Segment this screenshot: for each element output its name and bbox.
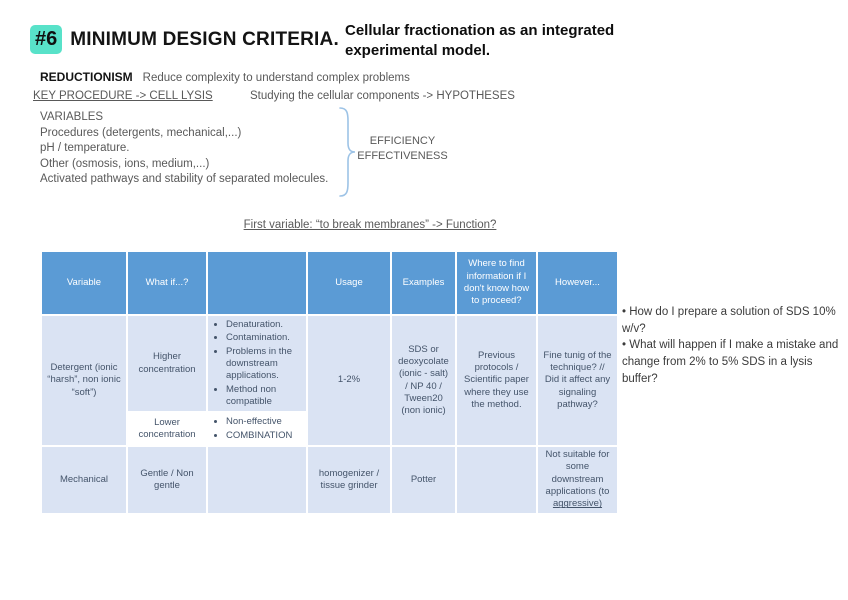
header-where-to-find: Where to find information if I don't kno… bbox=[457, 252, 536, 314]
criteria-table: Variable What if...? Usage Examples Wher… bbox=[40, 250, 619, 515]
cell-detergent-where: Previous protocols / Scientific paper wh… bbox=[457, 316, 536, 446]
side-notes: • How do I prepare a solution of SDS 10%… bbox=[622, 304, 848, 387]
cell-higher-effects: Denaturation. Contamination. Problems in… bbox=[208, 316, 306, 412]
studying-text: Studying the cellular components -> HYPO… bbox=[250, 90, 515, 102]
however-underlined-text: aggressive) bbox=[552, 498, 603, 510]
variables-heading: VARIABLES bbox=[40, 111, 104, 123]
header-what-if: What if...? bbox=[128, 252, 206, 314]
header-empty bbox=[208, 252, 306, 314]
table-row: Detergent (ionic “harsh”, non ionic “sof… bbox=[42, 316, 617, 446]
table-row: Mechanical Gentle / Non gentle homogeniz… bbox=[42, 447, 617, 513]
note-item: • How do I prepare a solution of SDS 10%… bbox=[622, 306, 836, 335]
header-variable: Variable bbox=[42, 252, 126, 314]
brace-labels: EFFICIENCY EFFECTIVENESS bbox=[355, 134, 450, 164]
page-title: MINIMUM DESIGN CRITERIA. bbox=[70, 28, 339, 50]
reductionism-text: Reduce complexity to understand complex … bbox=[142, 72, 410, 84]
table-header-row: Variable What if...? Usage Examples Wher… bbox=[42, 252, 617, 314]
doc-subtitle: Cellular fractionation as an integrated … bbox=[345, 22, 615, 59]
effect-item: Non-effective bbox=[226, 416, 301, 428]
cell-lower-effects: Non-effective COMBINATION bbox=[208, 413, 306, 446]
cell-detergent-usage: 1-2% bbox=[308, 316, 390, 446]
reductionism-label: REDUCTIONISM bbox=[40, 70, 133, 84]
variables-line: Activated pathways and stability of sepa… bbox=[40, 173, 329, 185]
effect-item: COMBINATION bbox=[226, 430, 301, 442]
cell-mechanical-examples: Potter bbox=[392, 447, 455, 513]
effect-item: Contamination. bbox=[226, 332, 301, 344]
cell-detergent-variable: Detergent (ionic “harsh”, non ionic “sof… bbox=[42, 316, 126, 446]
effect-item: Method non compatible bbox=[226, 384, 301, 409]
variables-line: pH / temperature. bbox=[40, 142, 130, 154]
cell-mechanical-where bbox=[457, 447, 536, 513]
however-text: Not suitable for some downstream applica… bbox=[545, 449, 610, 498]
table-caption: First variable: “to break membranes” -> … bbox=[243, 219, 497, 231]
key-procedure-text: KEY PROCEDURE -> CELL LYSIS bbox=[33, 90, 213, 102]
table-row: Lower concentration Non-effective COMBIN… bbox=[42, 413, 617, 446]
effect-item: Problems in the downstream applications. bbox=[226, 346, 301, 383]
cell-mechanical-effects bbox=[208, 447, 306, 513]
cell-mechanical-usage: homogenizer / tissue grinder bbox=[308, 447, 390, 513]
effect-item: Denaturation. bbox=[226, 319, 301, 331]
header-usage: Usage bbox=[308, 252, 390, 314]
cell-higher-concentration: Higher concentration bbox=[128, 316, 206, 412]
curly-brace-icon bbox=[337, 106, 357, 203]
cell-detergent-examples: SDS or deoxycolate (ionic - salt) / NP 4… bbox=[392, 316, 455, 446]
header-however: However... bbox=[538, 252, 617, 314]
variables-line: Procedures (detergents, mechanical,...) bbox=[40, 126, 242, 139]
header-examples: Examples bbox=[392, 252, 455, 314]
variables-block: VARIABLES Procedures (detergents, mechan… bbox=[40, 110, 328, 188]
efficiency-label: EFFICIENCY bbox=[369, 135, 436, 147]
slide-number-badge: #6 bbox=[30, 25, 63, 54]
cell-detergent-however: Fine tunig of the technique? // Did it a… bbox=[538, 316, 617, 446]
cell-mechanical-variable: Mechanical bbox=[42, 447, 126, 513]
page-header: #6 MINIMUM DESIGN CRITERIA. bbox=[30, 25, 339, 54]
variables-line: Other (osmosis, ions, medium,...) bbox=[40, 157, 210, 170]
cell-lower-concentration: Lower concentration bbox=[128, 413, 206, 446]
note-item: • What will happen if I make a mistake a… bbox=[622, 339, 839, 385]
effectiveness-label: EFFECTIVENESS bbox=[357, 150, 448, 162]
cell-mechanical-what-if: Gentle / Non gentle bbox=[128, 447, 206, 513]
reductionism-line: REDUCTIONISM Reduce complexity to underst… bbox=[40, 70, 410, 84]
cell-mechanical-however: Not suitable for some downstream applica… bbox=[538, 447, 617, 513]
